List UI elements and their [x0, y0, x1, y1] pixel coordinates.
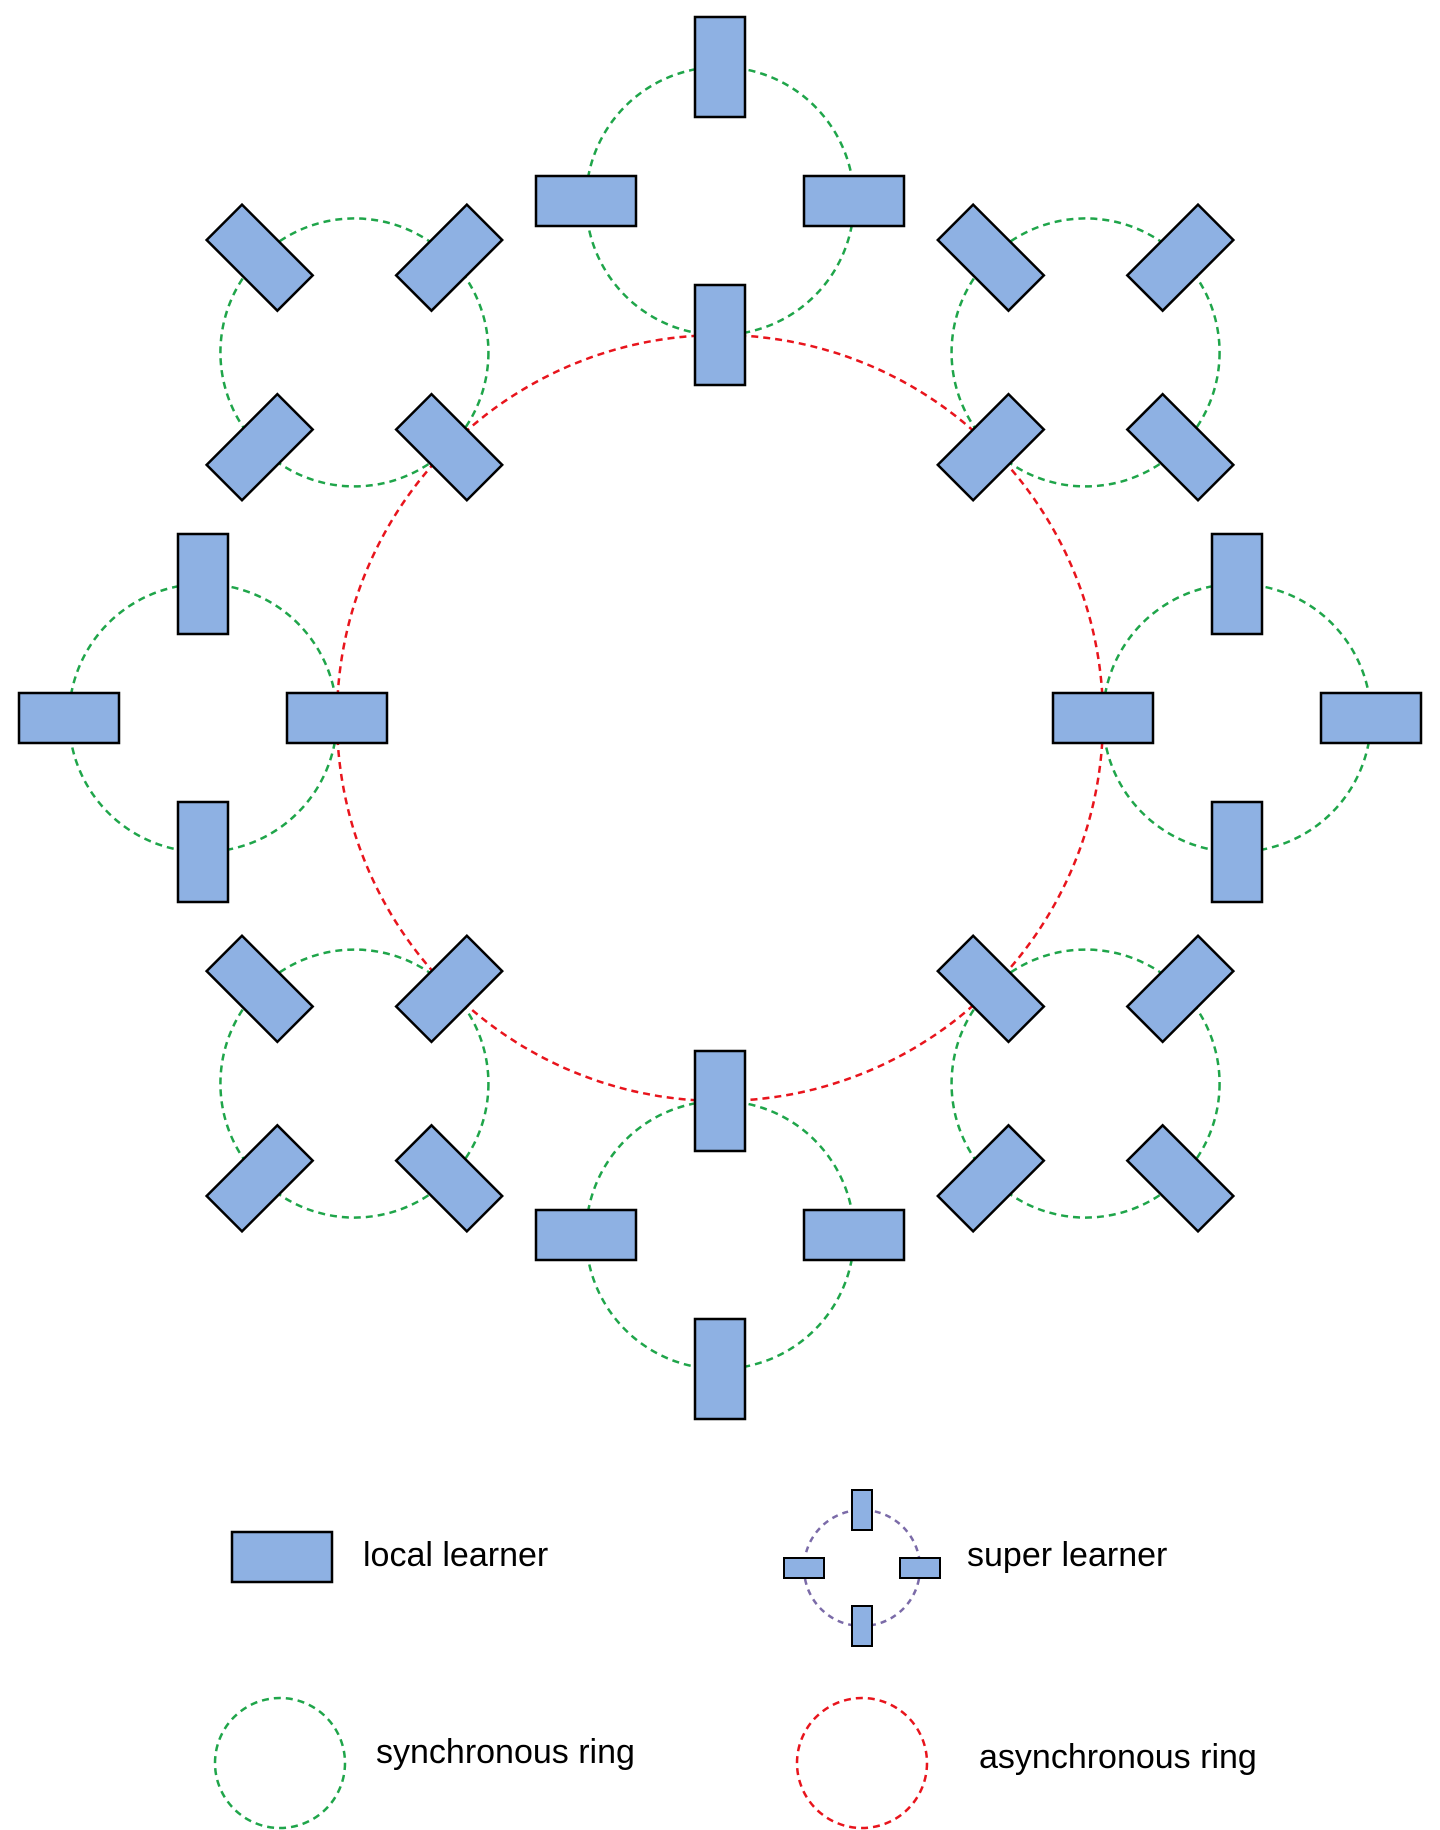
legend-local-learner-icon — [230, 1530, 334, 1584]
local-learner — [693, 1317, 747, 1421]
local-learner — [936, 202, 1046, 313]
local-learner — [936, 1123, 1046, 1234]
legend-super-local-learner — [899, 1557, 941, 1579]
super-learner-2 — [936, 202, 1236, 502]
local-learner — [17, 691, 121, 745]
super-learner-7 — [17, 532, 389, 904]
super-learner-5 — [534, 1049, 906, 1421]
legend-super-learner-icon — [783, 1489, 941, 1647]
legend-synchronous-ring-label: synchronous ring — [376, 1733, 635, 1771]
super-learner-1 — [534, 15, 906, 387]
local-learner — [802, 1208, 906, 1262]
local-learner — [936, 392, 1046, 502]
super-learner-8 — [204, 202, 504, 502]
legend: local learner super learner synchronous … — [213, 1489, 1257, 1830]
synchronous-ring — [950, 948, 1221, 1219]
local-learner — [936, 934, 1046, 1044]
synchronous-ring — [219, 217, 490, 488]
synchronous-ring — [219, 948, 490, 1219]
super-learner-3 — [1051, 532, 1423, 904]
local-learner — [176, 532, 230, 636]
legend-synchronous-ring-icon — [213, 1696, 347, 1830]
local-learner — [534, 1208, 638, 1262]
super-learner-6 — [204, 934, 504, 1234]
legend-asynchronous-ring-label: asynchronous ring — [979, 1738, 1257, 1776]
local-learner — [204, 934, 315, 1044]
local-learner — [534, 174, 638, 228]
super-learner-clusters — [17, 15, 1423, 1421]
local-learner — [1319, 691, 1423, 745]
legend-super-local-learner — [851, 1489, 873, 1531]
local-learner — [693, 283, 747, 387]
legend-asynchronous-ring-icon — [795, 1696, 929, 1830]
synchronous-ring — [950, 217, 1221, 488]
local-learner — [1210, 800, 1264, 904]
local-learner — [176, 800, 230, 904]
super-learner-4 — [936, 934, 1236, 1234]
local-learner — [394, 202, 504, 313]
local-learner — [1125, 392, 1236, 502]
legend-super-learner-label: super learner — [967, 1536, 1167, 1574]
legend-super-local-learner — [783, 1557, 825, 1579]
local-learner — [1210, 532, 1264, 636]
local-learner — [394, 934, 504, 1044]
local-learner — [394, 1123, 504, 1234]
local-learner — [693, 1049, 747, 1153]
local-learner — [204, 392, 315, 502]
local-learner — [1125, 1123, 1236, 1234]
local-learner — [1051, 691, 1155, 745]
legend-local-learner-label: local learner — [363, 1536, 548, 1574]
local-learner — [285, 691, 389, 745]
local-learner — [693, 15, 747, 119]
local-learner — [1125, 202, 1236, 313]
legend-super-local-learner — [851, 1605, 873, 1647]
local-learner — [204, 202, 315, 313]
local-learner — [1125, 934, 1236, 1044]
local-learner — [394, 392, 504, 502]
local-learner — [204, 1123, 315, 1234]
local-learner — [802, 174, 906, 228]
